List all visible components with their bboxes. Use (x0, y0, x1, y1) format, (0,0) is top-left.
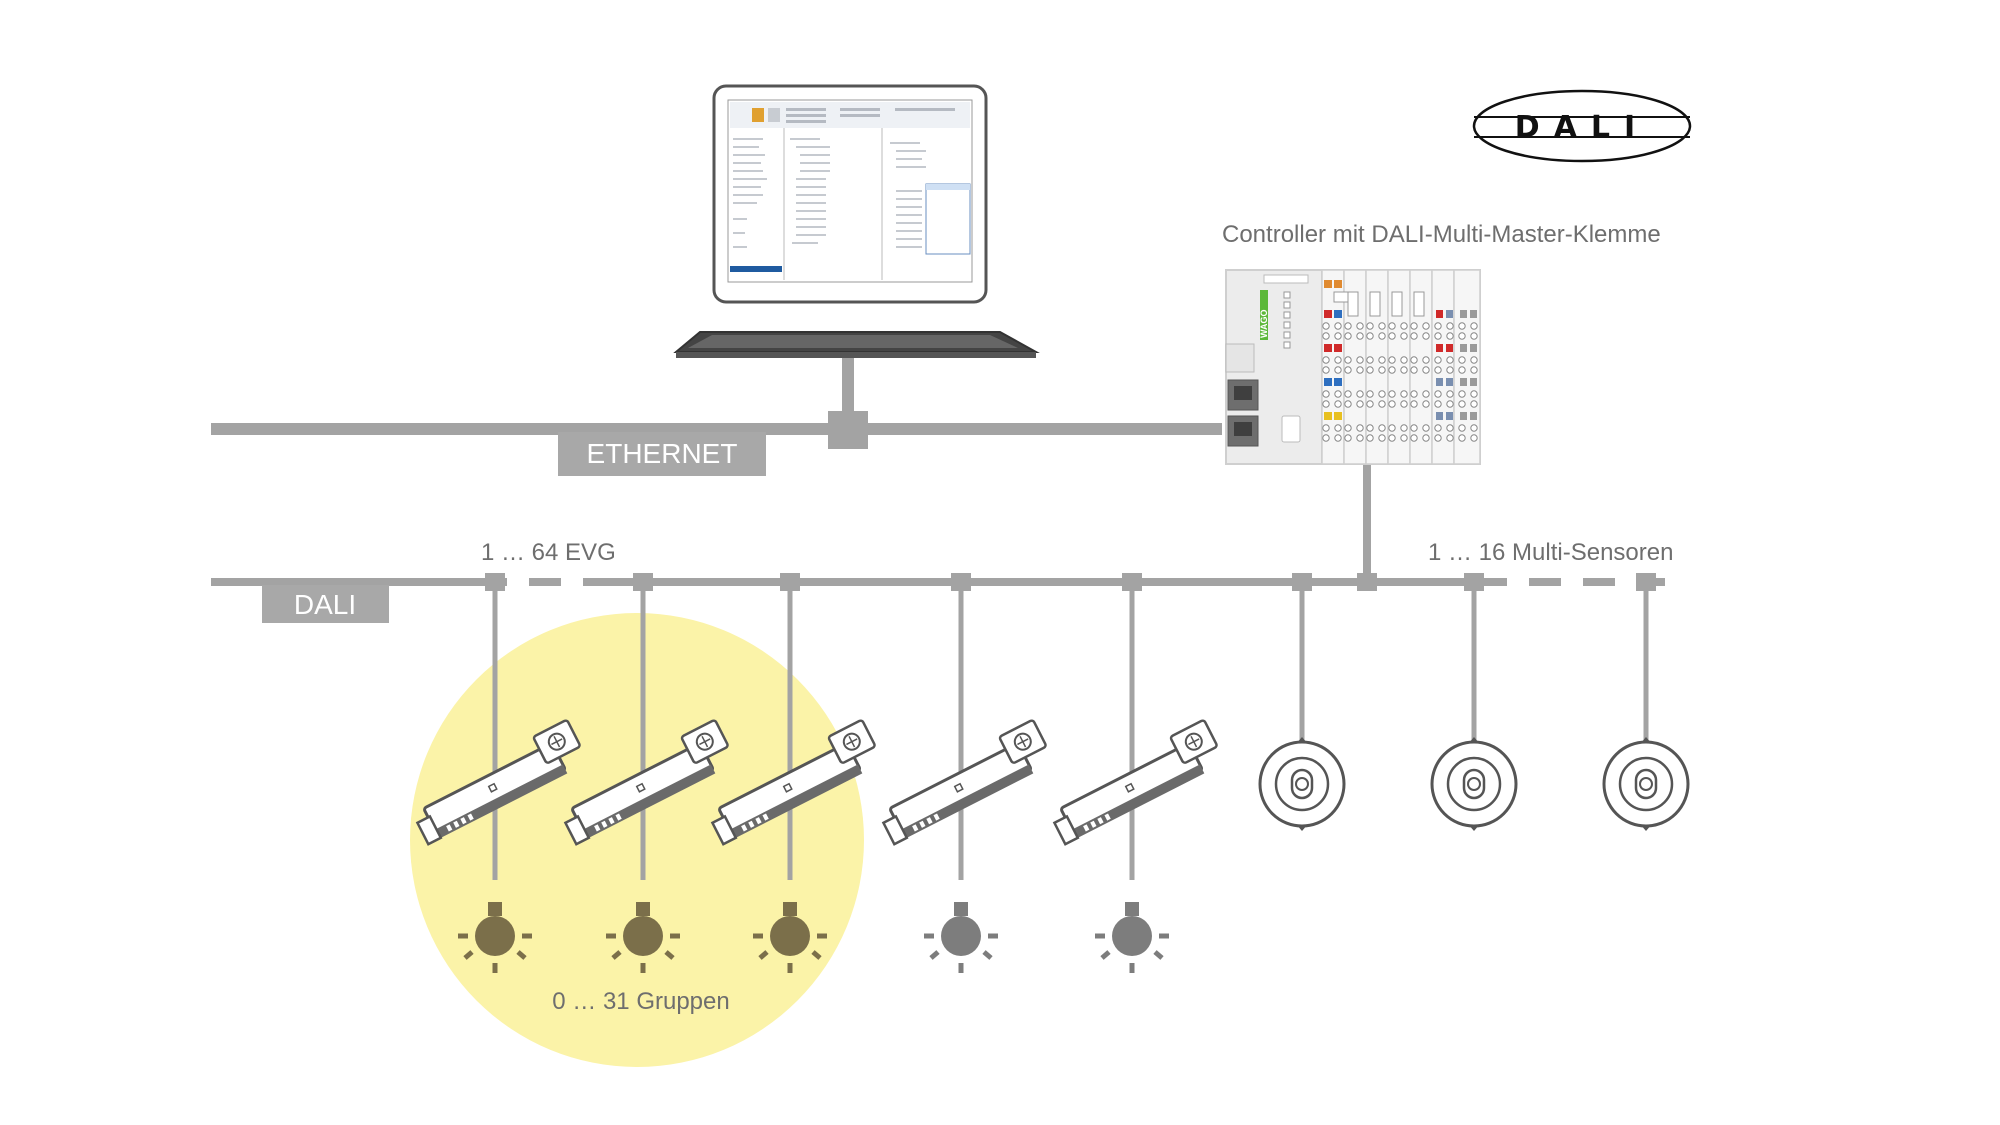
ballast-icon (710, 719, 876, 846)
light-bulb-icon (1095, 902, 1169, 973)
multi-sensor-icon (1430, 737, 1518, 831)
ballast-icon (881, 719, 1047, 846)
multi-sensor-icon (1602, 737, 1690, 831)
light-bulb-icon (753, 902, 827, 973)
plc-controller-icon: WAGO (1225, 269, 1481, 465)
controller-brand: WAGO (1259, 310, 1269, 339)
multi-sensor-icon (1258, 737, 1346, 831)
bus-junction (633, 573, 653, 591)
sensor-range-label: 1 … 16 Multi-Sensoren (1428, 539, 1673, 566)
light-bulb-icon (606, 902, 680, 973)
ethernet-label-box (558, 432, 766, 476)
ethernet-junction (828, 411, 868, 449)
bus-junction (1464, 573, 1484, 591)
ethernet-label: ETHERNET (587, 438, 738, 469)
controller-dali-junction (1357, 573, 1377, 591)
dali-logo-text: DALI (1515, 110, 1649, 145)
ballast-icon (563, 719, 729, 846)
bus-junction (780, 573, 800, 591)
dali-logo: DALI (1472, 89, 1692, 163)
dali-devices (415, 573, 1690, 973)
dali-bus-label: DALI (294, 589, 356, 620)
evg-range-label: 1 … 64 EVG (481, 539, 616, 566)
bus-junction (1292, 573, 1312, 591)
bus-junction (1636, 573, 1656, 591)
light-bulb-icon (924, 902, 998, 973)
terminal-holes (1322, 322, 1478, 442)
bus-junction (951, 573, 971, 591)
dali-label-box (262, 585, 389, 623)
ballast-icon (1052, 719, 1218, 846)
groups-label: 0 … 31 Gruppen (552, 988, 729, 1015)
controller-caption: Controller mit DALI-Multi-Master-Klemme (1222, 221, 1661, 248)
bus-junction (1122, 573, 1142, 591)
laptop-icon (673, 84, 1040, 358)
bus-junction (485, 573, 505, 591)
ballast-icon (415, 719, 581, 846)
light-bulb-icon (458, 902, 532, 973)
